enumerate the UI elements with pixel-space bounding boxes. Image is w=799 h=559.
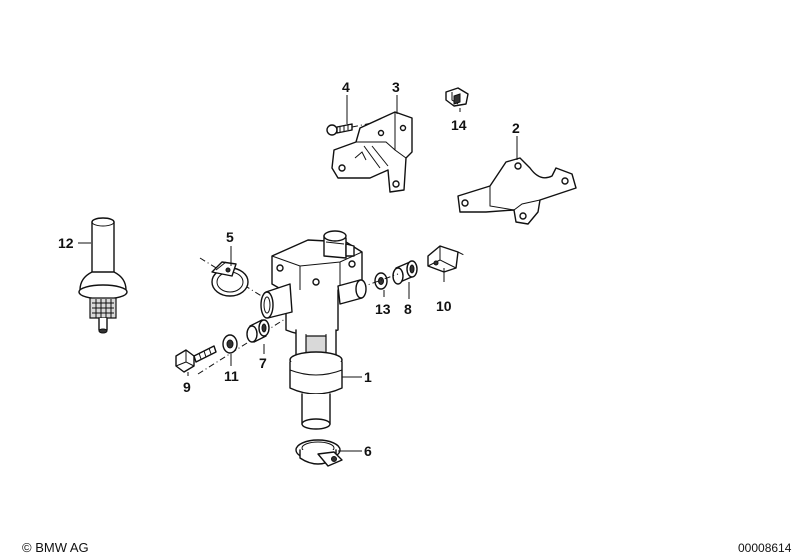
- part-10-clip: [427, 245, 467, 273]
- part-11-washer: [222, 334, 238, 354]
- callout-1: 1: [364, 369, 372, 385]
- part-9-bolt: [175, 345, 217, 373]
- part-4-bolt: [326, 122, 373, 136]
- diagram-code: 00008614: [738, 541, 792, 555]
- callout-7: 7: [259, 355, 267, 371]
- part-14-clip: [445, 87, 469, 107]
- part-5-hose-clamp: [211, 261, 249, 297]
- callout-11: 11: [224, 368, 239, 384]
- part-2-mounting-bracket: [457, 157, 577, 225]
- callout-5: 5: [226, 229, 234, 245]
- part-3-bracket: [331, 111, 413, 193]
- callout-10: 10: [436, 298, 452, 314]
- part-6-hose-clamp: [295, 439, 343, 467]
- part-8-sleeve: [392, 260, 418, 285]
- part-7-sleeve: [246, 319, 270, 343]
- callout-14: 14: [451, 117, 467, 133]
- callout-9: 9: [183, 379, 191, 395]
- part-13-washer: [374, 272, 388, 290]
- callout-4: 4: [342, 79, 350, 95]
- copyright-text: © BMW AG: [22, 540, 89, 555]
- part-1-valve-body: [260, 230, 367, 430]
- part-12-filter-sleeve: [78, 217, 128, 334]
- callout-3: 3: [392, 79, 400, 95]
- callout-8: 8: [404, 301, 412, 317]
- callout-13: 13: [375, 301, 391, 317]
- callout-2: 2: [512, 120, 520, 136]
- callout-12: 12: [58, 235, 74, 251]
- callout-6: 6: [364, 443, 372, 459]
